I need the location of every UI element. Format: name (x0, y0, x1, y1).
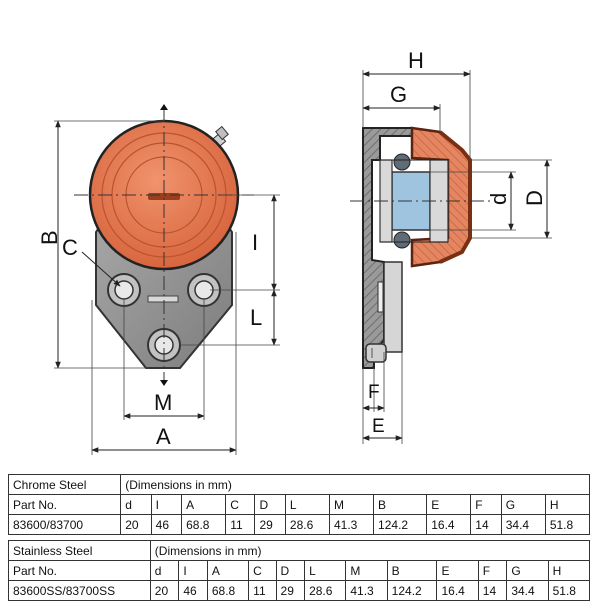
col-header: d (120, 494, 152, 515)
col-header: A (181, 494, 227, 515)
col-header: C (248, 560, 277, 581)
table-cell: 20 (120, 514, 152, 535)
table-cell: 28.6 (284, 514, 330, 535)
dim-label-g: G (390, 82, 407, 107)
table-cell: 20 (149, 580, 180, 601)
table-cell: 124.2 (373, 514, 428, 535)
col-header: L (304, 560, 347, 581)
col-header: G (506, 560, 549, 581)
table-cell: 29 (275, 580, 306, 601)
dim-label-c: C (62, 235, 78, 260)
table-cell: 83600SS/83700SS (8, 580, 151, 601)
table-cell: 124.2 (386, 580, 438, 601)
col-header: E (436, 560, 479, 581)
side-section-view: H G d D F E (350, 48, 552, 444)
table-row: 83600/83700 20 46 68.8 11 29 28.6 41.3 1… (7, 514, 591, 535)
dim-label-i: I (252, 230, 258, 255)
col-header: I (150, 494, 183, 515)
col-header: B (386, 560, 438, 581)
table-cell: 46 (178, 580, 208, 601)
table-cell: 11 (248, 580, 277, 601)
dim-label-a: A (156, 424, 171, 449)
table-cell: 34.4 (506, 580, 549, 601)
col-header: E (426, 494, 472, 515)
table-cell: 11 (225, 514, 256, 535)
table-row: 83600SS/83700SS 20 46 68.8 11 29 28.6 41… (8, 580, 591, 601)
col-header: A (206, 560, 250, 581)
col-header: Part No. (7, 494, 122, 515)
dim-label-b: B (37, 230, 62, 245)
table-cell: 51.8 (544, 514, 591, 535)
col-header: Part No. (8, 560, 151, 581)
col-header: B (373, 494, 428, 515)
table-cell: 41.3 (328, 514, 375, 535)
table-cell: 41.3 (345, 580, 388, 601)
table-cell: 83600/83700 (7, 514, 122, 535)
col-header: I (178, 560, 208, 581)
units-label: (Dimensions in mm) (149, 540, 591, 561)
header-row: Part No. d I A C D L M B E F G H (8, 560, 591, 581)
col-header: M (345, 560, 388, 581)
header-row: Part No. d I A C D L M B E F G H (7, 494, 591, 515)
col-header: H (547, 560, 591, 581)
col-header: D (254, 494, 286, 515)
table-cell: 46 (150, 514, 183, 535)
chrome-steel-table: Chrome Steel (Dimensions in mm) Part No.… (7, 474, 591, 535)
dim-label-l: L (250, 305, 262, 330)
material-label: Stainless Steel (8, 540, 151, 561)
dim-label-h: H (408, 48, 424, 73)
table-cell: 28.6 (304, 580, 347, 601)
stainless-steel-table: Stainless Steel (Dimensions in mm) Part … (8, 540, 591, 601)
col-header: F (470, 494, 502, 515)
table-cell: 14 (477, 580, 508, 601)
table-cell: 14 (470, 514, 502, 535)
col-header: H (544, 494, 591, 515)
col-header: d (149, 560, 180, 581)
dim-label-m: M (154, 390, 172, 415)
technical-drawing: B C I L M A (37, 48, 552, 455)
col-header: F (477, 560, 508, 581)
col-header: M (328, 494, 375, 515)
units-label: (Dimensions in mm) (120, 474, 590, 495)
dim-label-f: F (368, 382, 380, 403)
table-cell: 68.8 (206, 580, 250, 601)
table-cell: 68.8 (181, 514, 227, 535)
ball-top (393, 153, 411, 171)
material-label: Chrome Steel (7, 474, 122, 495)
table-cell: 51.8 (547, 580, 591, 601)
col-header: L (284, 494, 330, 515)
dim-label-d-large: D (522, 190, 547, 206)
col-header: D (275, 560, 306, 581)
table-cell: 34.4 (500, 514, 546, 535)
col-header: C (225, 494, 256, 515)
table-cell: 16.4 (426, 514, 472, 535)
col-header: G (500, 494, 546, 515)
table-cell: 16.4 (436, 580, 479, 601)
front-view: B C I L M A (37, 104, 280, 455)
dim-label-d-small: d (486, 193, 511, 205)
ball-bottom (393, 231, 411, 249)
dim-label-e: E (372, 416, 385, 437)
table-cell: 29 (254, 514, 286, 535)
